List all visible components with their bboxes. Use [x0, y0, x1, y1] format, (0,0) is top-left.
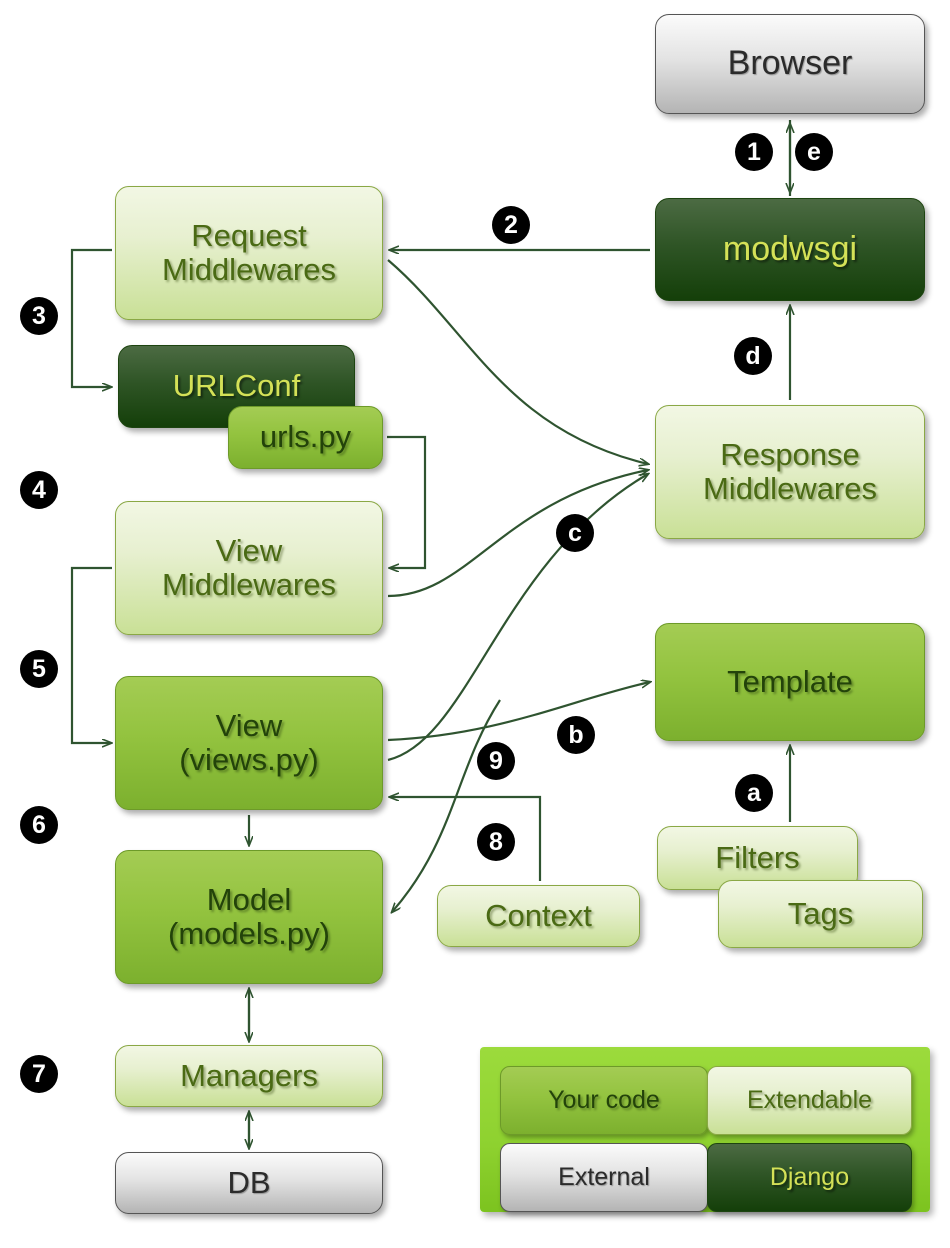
edge-view-to-template	[387, 682, 650, 742]
node-browser[interactable]: Browser	[655, 14, 925, 114]
edge-request-middlewares-curve-to-response-middlewares	[387, 259, 648, 464]
edge-urls-to-view-middlewares	[387, 435, 427, 568]
edge-view-middlewares-to-response-middlewares	[387, 470, 648, 598]
node-view[interactable]: View (views.py)	[115, 676, 383, 810]
step-badge-5: 5	[20, 650, 58, 688]
step-badge-3: 3	[20, 297, 58, 335]
step-badge-d: d	[734, 337, 772, 375]
legend-item-django: Django	[707, 1143, 912, 1212]
node-request-middlewares[interactable]: Request Middlewares	[115, 186, 383, 320]
step-badge-7: 7	[20, 1055, 58, 1093]
step-badge-1: 1	[735, 133, 773, 171]
edge-request-middlewares-to-urlconf	[70, 248, 112, 387]
legend-item-your-code: Your code	[500, 1066, 708, 1135]
node-view-middlewares[interactable]: View Middlewares	[115, 501, 383, 635]
edge-view-to-response-middlewares	[387, 474, 648, 762]
step-badge-e: e	[795, 133, 833, 171]
node-urls-py[interactable]: urls.py	[228, 406, 383, 469]
step-badge-a: a	[735, 774, 773, 812]
step-badge-c: c	[556, 514, 594, 552]
step-badge-6: 6	[20, 806, 58, 844]
node-tags[interactable]: Tags	[718, 880, 923, 948]
node-modwsgi[interactable]: modwsgi	[655, 198, 925, 301]
edge-context-to-view	[390, 797, 542, 881]
step-badge-8: 8	[477, 823, 515, 861]
step-badge-4: 4	[20, 471, 58, 509]
step-badge-9: 9	[477, 742, 515, 780]
node-response-middlewares[interactable]: Response Middlewares	[655, 405, 925, 539]
legend-item-extendable: Extendable	[707, 1066, 912, 1135]
node-db[interactable]: DB	[115, 1152, 383, 1214]
node-template[interactable]: Template	[655, 623, 925, 741]
node-managers[interactable]: Managers	[115, 1045, 383, 1107]
edge-template-to-model	[392, 699, 501, 912]
node-model[interactable]: Model (models.py)	[115, 850, 383, 984]
step-badge-2: 2	[492, 206, 530, 244]
node-context[interactable]: Context	[437, 885, 640, 947]
legend-item-external: External	[500, 1143, 708, 1212]
edge-view-middlewares-to-view	[70, 566, 112, 743]
step-badge-b: b	[557, 716, 595, 754]
